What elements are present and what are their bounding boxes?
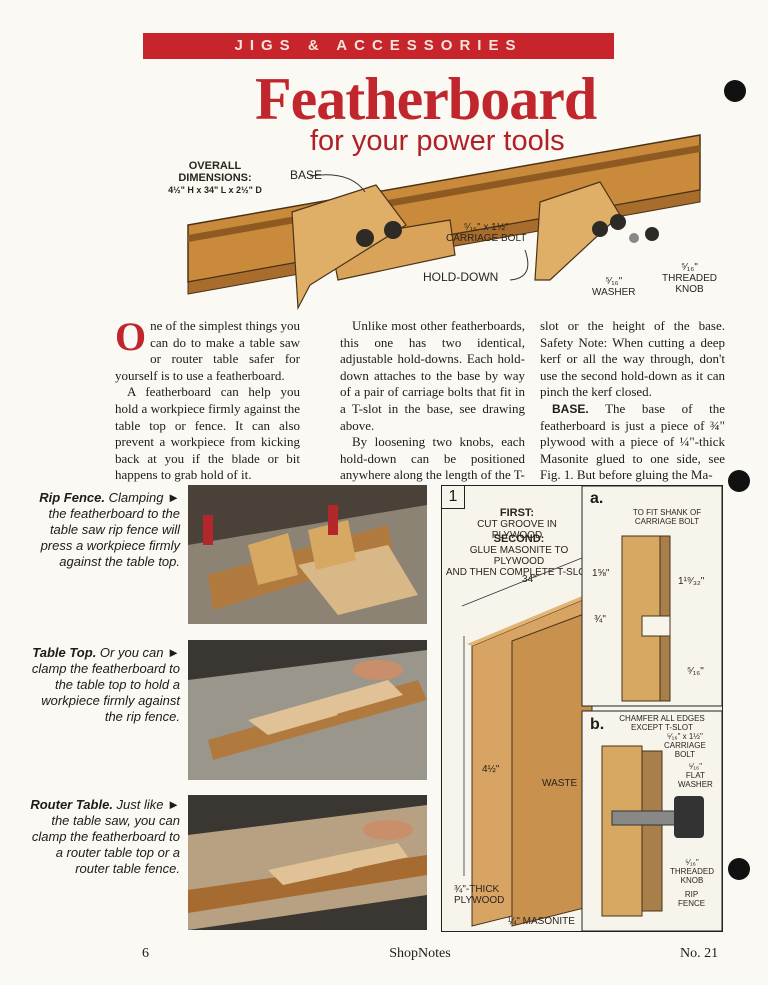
label-washer: ⁵⁄₁₆"WASHER xyxy=(592,276,636,298)
caption-rip-fence: Rip Fence. Clamping ► the featherboard t… xyxy=(39,490,180,569)
article-subtitle: for your power tools xyxy=(310,125,565,157)
knob-icon xyxy=(610,214,626,230)
knob-icon xyxy=(592,221,608,237)
detail-a-dim: 1¹⁹⁄₃₂" xyxy=(678,576,705,587)
fig-step-second: SECOND: GLUE MASONITE TO PLYWOOD AND THE… xyxy=(445,533,593,579)
detail-b-label: b. xyxy=(590,716,605,733)
detail-a-dim: ¾" xyxy=(594,614,606,625)
photo-table-top xyxy=(188,640,427,780)
section-banner: JIGS & ACCESSORIES xyxy=(143,33,614,59)
binder-hole xyxy=(728,470,750,492)
binder-hole xyxy=(724,80,746,102)
issue-number: No. 21 xyxy=(680,946,719,961)
caption-router-table: Router Table. Just like ► the table saw,… xyxy=(30,797,180,876)
fig-dim-length: 34" xyxy=(522,574,537,585)
featherboard-illustration xyxy=(187,134,701,311)
knob-icon xyxy=(645,227,659,241)
leader-line xyxy=(509,249,529,281)
fig-waste-label: WASTE xyxy=(542,778,578,789)
page-number: 6 xyxy=(142,946,149,961)
article-column-2: Unlike most other featherboards, this on… xyxy=(340,318,525,483)
label-base: BASE xyxy=(290,168,323,182)
label-carriage-bolt: ⁵⁄₁₆" x 1½"CARRIAGE BOLT xyxy=(446,222,527,244)
washer-icon xyxy=(629,233,639,243)
holddown-right-plate xyxy=(534,181,621,281)
article-column-3: slot or the height of the base. Safety N… xyxy=(540,318,725,483)
overall-dimensions: OVERALL DIMENSIONS: 4½" H x 34" L x 2½" … xyxy=(160,160,270,196)
magazine-name: ShopNotes xyxy=(389,946,451,961)
figure-number: 1 xyxy=(442,486,465,509)
knob-icon xyxy=(384,221,402,239)
figure-1: 1 FIRST: CUT GROOVE IN PLYWOOD SECOND: G… xyxy=(441,485,723,932)
article-title: Featherboard xyxy=(255,66,597,132)
label-holddown: HOLD-DOWN xyxy=(423,270,499,284)
dims-heading: OVERALL xyxy=(188,160,242,172)
dims-heading: DIMENSIONS: xyxy=(178,172,252,184)
caption-table-top: Table Top. Or you can ► clamp the feathe… xyxy=(31,645,180,724)
knob-icon xyxy=(356,229,374,247)
fig-masonite-label: ¼" MASONITE xyxy=(508,916,575,927)
detail-a-label: a. xyxy=(590,490,604,507)
detail-a-dim: ⁵⁄₁₆" xyxy=(687,666,704,677)
photo-rip-fence xyxy=(188,485,427,624)
binder-hole xyxy=(728,858,750,880)
fig-dim-height: 4½" xyxy=(482,764,500,775)
detail-a-dim: 1⅝" xyxy=(592,568,610,579)
photo-router-table xyxy=(188,795,427,930)
leader-line xyxy=(309,174,366,193)
holddown-left-plate xyxy=(291,184,407,311)
dims-value: 4½" H x 34" L x 2½" D xyxy=(168,185,262,195)
drop-cap: O xyxy=(115,314,147,359)
fig-step-first: FIRST: CUT GROOVE IN PLYWOOD xyxy=(477,507,557,542)
figure-drawing xyxy=(461,486,722,931)
